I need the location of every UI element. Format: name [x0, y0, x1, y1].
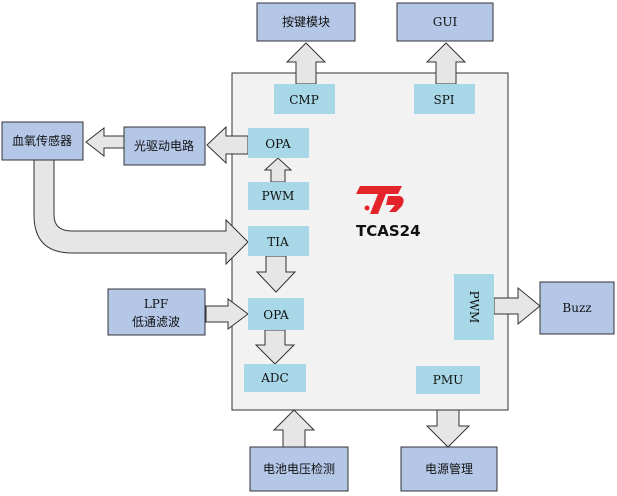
opa-top-module — [248, 128, 309, 158]
battery-detect-block — [249, 446, 349, 492]
led-driver-label: 光驱动电路 — [134, 138, 194, 153]
pmu-module — [416, 366, 480, 394]
arrow-driver-to-sensor — [85, 126, 125, 158]
chip-name: TCAS24 — [356, 222, 421, 240]
tia-module — [248, 226, 309, 256]
cmp-label: CMP — [289, 93, 319, 107]
opa-bottom-label: OPA — [263, 308, 289, 322]
buzz-label: Buzz — [562, 301, 591, 315]
power-mgmt-label: 电源管理 — [425, 461, 473, 476]
arrow-cmp-to-key-module — [285, 42, 327, 85]
arrow-pwm-to-opa — [263, 157, 293, 183]
gui-block — [396, 2, 494, 42]
arrow-spi-to-gui — [425, 42, 467, 85]
arrow-sensor-to-tia — [33, 159, 249, 266]
spo2-sensor-label: 血氧传感器 — [12, 133, 72, 148]
arrow-lpf-to-opa — [205, 298, 249, 330]
tcas-logo-icon — [356, 186, 404, 214]
gui-label: GUI — [433, 15, 458, 29]
arrow-battery-to-chip — [272, 409, 316, 448]
buzz-block — [539, 281, 615, 335]
spi-module — [414, 84, 475, 114]
cmp-module — [274, 84, 335, 114]
led-driver-block — [123, 126, 206, 166]
arrow-chip-to-power-mgmt — [425, 409, 471, 448]
key-module-label: 按键模块 — [282, 15, 330, 29]
adc-module — [244, 364, 306, 392]
pwm-left-label: PWM — [262, 189, 295, 203]
pwm-left-module — [248, 182, 309, 210]
key-module-block — [256, 2, 356, 42]
spi-label: SPI — [433, 93, 454, 107]
arrow-tia-to-opa — [255, 255, 297, 293]
lpf-label-line2: 低通滤波 — [132, 315, 180, 329]
pmu-label: PMU — [433, 373, 463, 387]
opa-bottom-module — [248, 298, 304, 330]
pwm-right-label: PWM — [467, 291, 481, 324]
arrow-opa-to-adc — [254, 329, 296, 365]
adc-label: ADC — [260, 371, 288, 385]
spo2-sensor-block — [1, 121, 84, 161]
tia-label: TIA — [267, 235, 289, 249]
arrow-pwm-to-buzz — [493, 286, 541, 326]
battery-detect-label: 电池电压检测 — [263, 461, 335, 476]
power-mgmt-block — [400, 446, 498, 492]
lpf-block — [107, 288, 206, 336]
arrow-opa-to-led-driver — [206, 125, 249, 165]
lpf-label-line1: LPF — [144, 297, 168, 311]
pwm-right-module — [454, 274, 494, 340]
opa-top-label: OPA — [265, 137, 291, 151]
